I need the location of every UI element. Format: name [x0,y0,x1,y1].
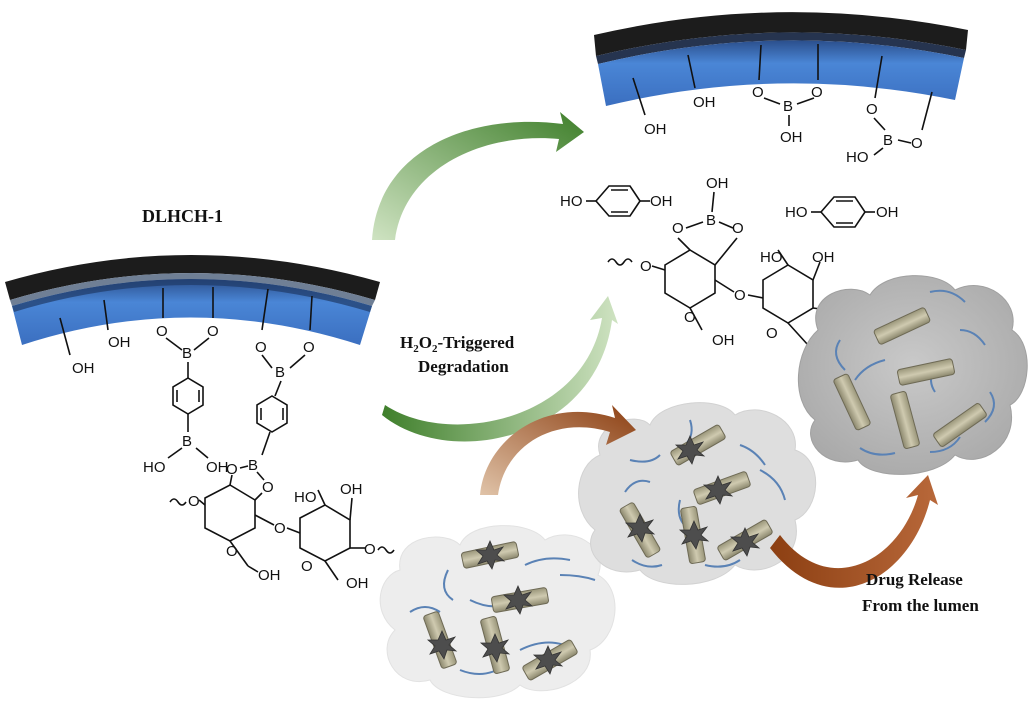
svg-text:OH: OH [650,193,673,210]
release-arrow-lower [770,475,938,588]
degradation-arrow-lower [382,296,618,442]
hydrogel-cluster-released [797,275,1028,475]
svg-text:OH: OH [72,360,95,377]
degradation-label: Degradation [418,357,509,376]
svg-text:B: B [883,132,893,149]
svg-text:O: O [262,479,274,496]
svg-text:B: B [182,345,192,362]
left-sugar-chain: O O OH O HO OH O O OH [169,474,395,592]
svg-text:B: B [248,457,258,474]
svg-text:O: O [732,220,744,237]
svg-text:HO: HO [785,204,808,221]
svg-text:OH: OH [108,334,131,351]
svg-text:B: B [275,364,285,381]
release-label-line2: From the lumen [862,596,979,615]
svg-text:O: O [303,339,315,356]
svg-text:OH: OH [780,129,803,146]
svg-text:O: O [156,323,168,340]
degraded-shell-right [594,12,968,106]
svg-text:OH: OH [258,567,281,584]
svg-text:O: O [364,541,376,558]
svg-text:HO: HO [143,459,166,476]
svg-text:O: O [911,135,923,152]
trigger-label: H2O2-Triggered [400,333,515,355]
dlhch-shell-left [5,255,380,345]
svg-text:O: O [684,309,696,326]
release-label-line1: Drug Release [866,570,963,589]
svg-text:O: O [752,84,764,101]
svg-text:OH: OH [876,204,899,221]
svg-text:O: O [811,84,823,101]
hydrogel-cluster-intact [379,525,616,699]
svg-text:O: O [866,101,878,118]
svg-text:OH: OH [706,175,729,192]
svg-text:OH: OH [340,481,363,498]
svg-text:OH: OH [644,121,667,138]
svg-text:OH: OH [812,249,835,266]
svg-text:HO: HO [560,193,583,210]
release-arrow-upper [480,405,636,495]
left-shell-bonds: OH OH O O B B HO OH O O B B O O [59,287,315,496]
hydroquinone-right: HO OH [785,196,899,228]
svg-text:HO: HO [846,149,869,166]
svg-text:O: O [207,323,219,340]
svg-text:O: O [226,543,238,560]
svg-text:OH: OH [346,575,369,592]
svg-text:O: O [255,339,267,356]
hydroquinone-left: HO OH [560,185,673,217]
svg-text:O: O [188,493,200,510]
svg-text:O: O [274,520,286,537]
material-label: DLHCH-1 [142,206,223,226]
svg-text:B: B [706,212,716,229]
svg-text:OH: OH [693,94,716,111]
right-shell-bonds: OH OH O O B OH O O B HO [632,44,933,166]
hydrogel-cluster-degrading [578,402,817,585]
svg-text:O: O [672,220,684,237]
svg-text:B: B [182,433,192,450]
svg-text:HO: HO [760,249,783,266]
svg-text:OH: OH [712,332,735,349]
svg-text:OH: OH [206,459,229,476]
svg-text:O: O [226,461,238,478]
svg-text:O: O [301,558,313,575]
svg-text:O: O [640,258,652,275]
svg-text:O: O [734,287,746,304]
svg-text:HO: HO [294,489,317,506]
degradation-arrow-upper [372,112,584,240]
svg-text:B: B [783,98,793,115]
svg-text:O: O [766,325,778,342]
